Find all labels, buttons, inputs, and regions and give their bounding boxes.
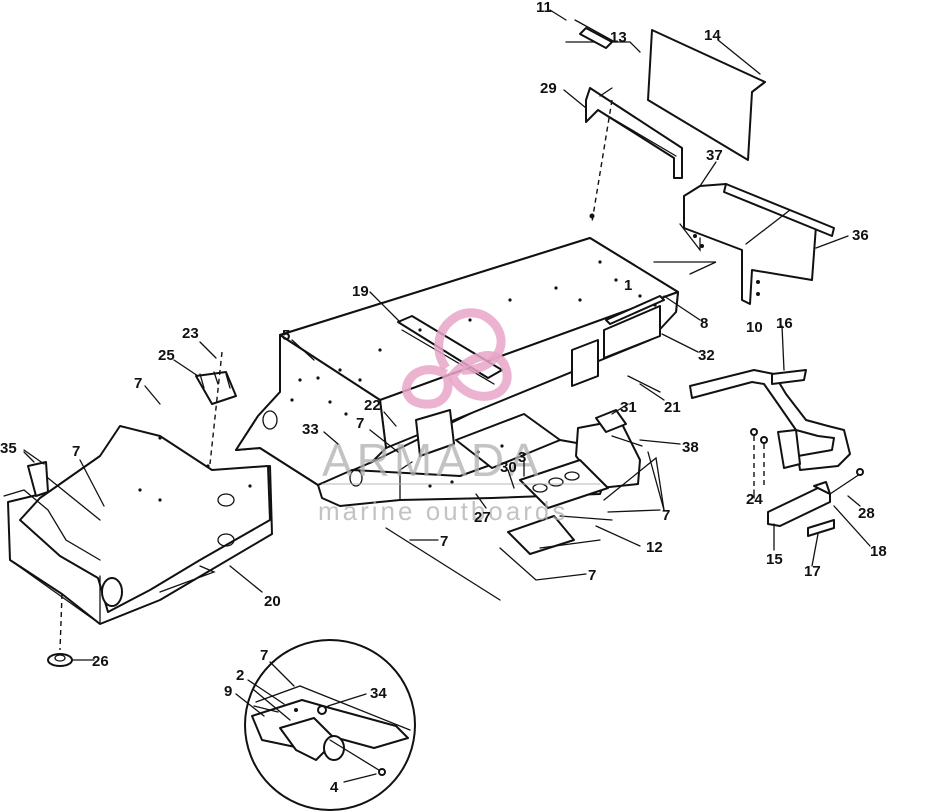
callout-4: 4 [330, 779, 339, 796]
armada-logo-icon [402, 308, 512, 409]
callout-29: 29 [540, 80, 557, 97]
callout-31: 31 [620, 399, 637, 416]
callout-20: 20 [264, 593, 281, 610]
callout-3: 3 [518, 449, 526, 466]
part-24-plate [750, 428, 801, 488]
watermark-brand: ARMADA [322, 434, 543, 486]
callout-30: 30 [500, 459, 517, 476]
callout-7-f: 7 [662, 507, 670, 524]
part-35-bracket [23, 449, 101, 521]
main-frame-1 [235, 99, 717, 486]
callout-37: 37 [706, 147, 723, 164]
callout-18: 18 [870, 543, 887, 560]
detail-inset [244, 639, 416, 811]
callout-23: 23 [182, 325, 199, 342]
callout-33: 33 [302, 421, 319, 438]
part-11-strip [574, 19, 616, 49]
callout-5: 5 [282, 327, 290, 344]
callout-2: 2 [236, 667, 244, 684]
callout-7-e: 7 [588, 567, 596, 584]
callout-7-c: 7 [72, 443, 80, 460]
callout-32: 32 [698, 347, 715, 364]
panel-14 [565, 29, 766, 161]
callout-38: 38 [682, 439, 699, 456]
callout-19: 19 [352, 283, 369, 300]
callout-leaders [23, 9, 871, 783]
callout-7-g: 7 [260, 647, 268, 664]
callout-26: 26 [92, 653, 109, 670]
callout-28: 28 [858, 505, 875, 522]
callout-12: 12 [646, 539, 663, 556]
callout-15: 15 [766, 551, 783, 568]
callout-16: 16 [776, 315, 793, 332]
callout-36: 36 [852, 227, 869, 244]
callout-27: 27 [474, 509, 491, 526]
callout-7-a: 7 [134, 375, 142, 392]
callout-1: 1 [624, 277, 632, 294]
callout-17: 17 [804, 563, 821, 580]
callout-34: 34 [370, 685, 387, 702]
part-36-bracket [679, 183, 835, 305]
leaders-middle [385, 451, 665, 601]
callout-14: 14 [704, 27, 721, 44]
callout-35: 35 [0, 440, 17, 457]
callout-21: 21 [664, 399, 681, 416]
callout-10: 10 [746, 319, 763, 336]
callout-13: 13 [610, 29, 627, 46]
callout-22: 22 [364, 397, 381, 414]
part-25-clip [195, 351, 237, 465]
callout-labels: 11 13 14 29 37 36 19 5 1 8 32 10 16 21 2… [0, 0, 887, 796]
callout-8: 8 [700, 315, 708, 332]
watermark: ARMADA marine outboards [318, 308, 600, 526]
callout-24: 24 [746, 491, 763, 508]
callout-11: 11 [536, 0, 552, 16]
callout-7-b: 7 [356, 415, 364, 432]
callout-9: 9 [224, 683, 232, 700]
rear-frame-20 [3, 425, 273, 651]
part-26-grommet [47, 653, 95, 667]
bumper-bar-10 [689, 369, 851, 471]
part-18-hitch [767, 468, 864, 537]
callout-25: 25 [158, 347, 175, 364]
callout-7-d: 7 [440, 533, 448, 550]
watermark-tagline: marine outboards [318, 496, 568, 526]
